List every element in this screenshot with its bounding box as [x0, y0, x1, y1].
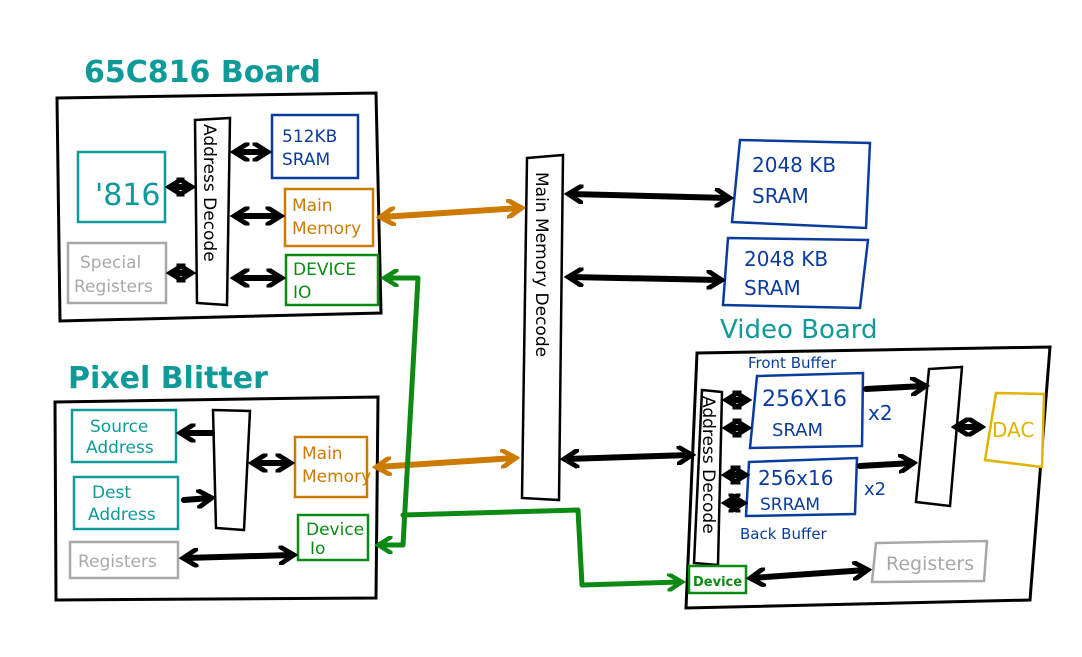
video-device-box: [687, 564, 748, 595]
special-registers-box: [66, 241, 168, 305]
special-registers-line1: Special: [80, 253, 141, 273]
cpu-board-title: 65C816 Board: [84, 55, 321, 90]
front-sram-block: 256X16 SRAM: [748, 371, 865, 450]
video-address-decoder: Address Decode: [692, 388, 724, 567]
video-registers-box: [870, 539, 989, 584]
video-device-label: Device: [693, 575, 742, 590]
video-board-outline: [684, 345, 1052, 610]
video-buffer-mux: [914, 365, 964, 508]
video-registers-block: Registers: [870, 539, 989, 584]
arrow-front-to-mux: [863, 386, 924, 389]
cpu-sram-line1: 512KB: [282, 127, 337, 147]
source-address-box: [70, 408, 178, 464]
back-sram-line2: SRRAM: [760, 495, 820, 515]
blitter-device-io-line1: Device: [306, 520, 364, 540]
front-sram-line1: 256X16: [762, 387, 847, 412]
blitter-registers-box: [68, 540, 180, 580]
cpu-address-decoder: Address Decode: [193, 116, 232, 307]
main-sram-2-line2: SRAM: [744, 276, 801, 300]
blitter-device-io-box: [296, 513, 370, 562]
dest-address-block: Dest Address: [72, 475, 180, 531]
cpu-sram-box: [270, 113, 360, 180]
blitter-board-outline: [53, 395, 380, 602]
cpu-address-decoder-label: Address Decode: [199, 124, 219, 262]
cpu-sram-block: 512KB SRAM: [270, 113, 360, 180]
blitter-device-io-line2: Io: [310, 539, 325, 559]
main-memory-decoder-box: [520, 153, 565, 502]
dac-box: [983, 391, 1046, 469]
cpu-board: 65C816 Board '816 Special Registers Addr…: [55, 55, 383, 323]
video-board: Video Board Front Buffer Back Buffer Add…: [684, 315, 1052, 610]
blitter-registers-label: Registers: [78, 552, 157, 572]
arrow-registers-to-device-io: [185, 555, 292, 558]
blitter-device-io-block: Device Io: [296, 513, 370, 562]
bus-device-io-blitter: [380, 275, 421, 545]
dest-address-line1: Dest: [92, 483, 131, 503]
arrow-dest-to-unit: [181, 498, 210, 500]
blitter-address-unit: [211, 408, 252, 532]
front-sram-box: [748, 371, 865, 450]
bus-cpu-main-memory: [382, 208, 520, 217]
cpu-address-decoder-box: [193, 116, 232, 307]
bus-device-io-video: [400, 507, 680, 585]
arrow-decoder-to-video-decoder: [566, 455, 690, 459]
front-sram-line2: SRAM: [772, 420, 823, 441]
cpu-main-memory-block: Main Memory: [283, 187, 375, 248]
source-address-line2: Address: [86, 438, 154, 458]
arrow-back-to-mux: [857, 463, 912, 466]
back-sram-line1: 256x16: [758, 466, 833, 490]
front-sram-multiplier: x2: [868, 401, 893, 425]
cpu-device-io-block: DEVICE IO: [284, 253, 380, 307]
main-sram-2-line1: 2048 KB: [744, 247, 828, 271]
main-sram-2-block: 2048 KB SRAM: [721, 236, 870, 310]
special-registers-line2: Registers: [74, 277, 153, 297]
blitter-registers-block: Registers: [68, 540, 180, 580]
cpu-chip-block: '816: [76, 150, 167, 224]
cpu-device-io-line1: DEVICE: [293, 260, 356, 280]
special-registers-block: Special Registers: [66, 241, 168, 305]
cpu-chip-label: '816: [95, 178, 161, 213]
video-board-title: Video Board: [720, 315, 878, 345]
main-memory-decoder-label: Main Memory Decode: [531, 172, 551, 357]
arrow-decoder-to-sram-2: [570, 277, 720, 280]
main-sram-1-line1: 2048 KB: [752, 153, 836, 177]
blitter-board: Pixel Blitter Source Address Dest Addres…: [53, 361, 380, 602]
blitter-main-memory-line1: Main: [302, 444, 343, 464]
cpu-main-memory-line2: Memory: [292, 219, 361, 239]
arrow-device-to-registers: [752, 570, 866, 578]
main-sram-1-box: [730, 138, 872, 230]
dac-block: DAC: [983, 391, 1046, 469]
source-address-block: Source Address: [70, 408, 178, 464]
cpu-device-io-line2: IO: [293, 283, 311, 303]
dac-label: DAC: [992, 418, 1034, 442]
cpu-chip-box: [76, 150, 167, 224]
blitter-main-memory-line2: Memory: [302, 467, 371, 487]
video-address-decoder-label: Address Decode: [698, 396, 718, 534]
cpu-main-memory-line1: Main: [292, 196, 333, 216]
back-buffer-label: Back Buffer: [740, 525, 828, 543]
cpu-main-memory-box: [283, 187, 375, 248]
blitter-main-memory-box: [293, 435, 369, 499]
back-sram-multiplier: x2: [864, 479, 886, 500]
cpu-board-outline: [55, 91, 383, 323]
main-sram-1-block: 2048 KB SRAM: [730, 138, 872, 230]
blitter-main-memory-block: Main Memory: [293, 435, 371, 499]
bus-blitter-main-memory: [378, 458, 514, 467]
video-device-block: Device: [687, 564, 748, 595]
front-buffer-label: Front Buffer: [748, 354, 837, 372]
cpu-sram-line2: SRAM: [282, 150, 330, 170]
main-sram-1-line2: SRAM: [752, 184, 809, 208]
video-registers-label: Registers: [886, 553, 974, 575]
dest-address-line2: Address: [88, 505, 156, 525]
source-address-line1: Source: [90, 417, 148, 437]
dest-address-box: [72, 475, 180, 531]
back-sram-block: 256x16 SRRAM: [744, 456, 859, 518]
blitter-board-title: Pixel Blitter: [68, 361, 268, 396]
cpu-device-io-box: [284, 253, 380, 307]
arrow-decoder-to-sram-1: [570, 194, 728, 198]
main-memory-section: Main Memory Decode 2048 KB SRAM 2048 KB …: [520, 138, 872, 502]
